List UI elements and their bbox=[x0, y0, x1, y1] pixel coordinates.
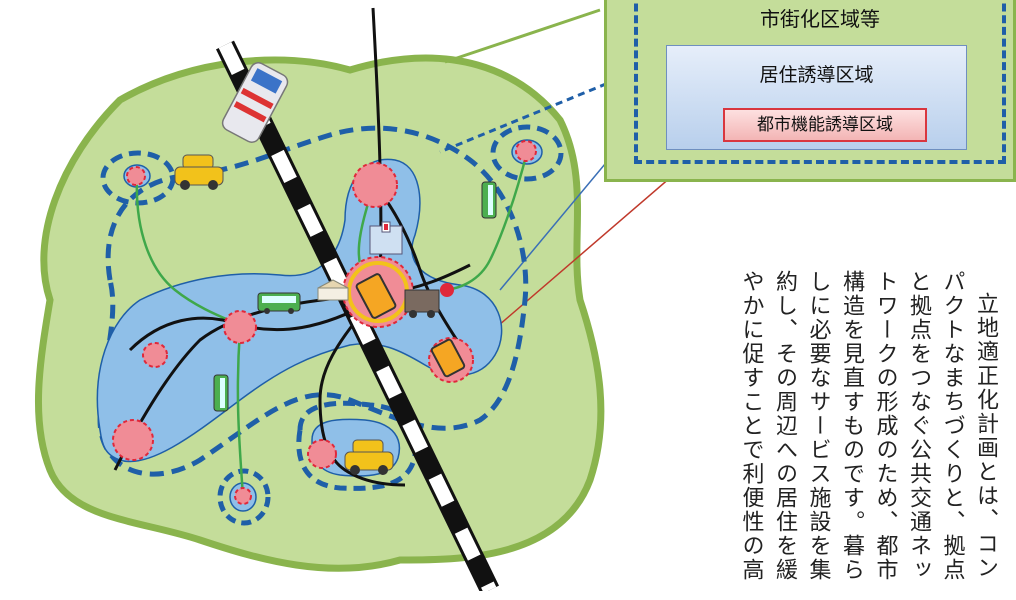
description-line: 約し、その周辺への居住を緩 bbox=[772, 270, 797, 582]
hub-north bbox=[352, 162, 398, 208]
shop-icon bbox=[317, 279, 349, 301]
hospital-icon bbox=[369, 221, 403, 255]
description-text: 立地適正化計画とは、コン パクトなまちづくりと、拠点 と拠点をつなぐ公共交通ネッ… bbox=[734, 270, 1002, 600]
legend-urbanization-label: 市街化区域等 bbox=[760, 7, 880, 31]
hub-se bbox=[307, 439, 337, 469]
taxi-icon bbox=[174, 154, 224, 190]
bus-icon bbox=[481, 181, 497, 219]
small-stop bbox=[440, 283, 454, 297]
taxi-icon bbox=[344, 439, 394, 475]
description-line: トワークの形成のため、都市 bbox=[872, 270, 898, 582]
description-line: と拠点をつなぐ公共交通ネッ bbox=[906, 270, 931, 582]
hub-nw bbox=[126, 166, 146, 186]
truck-icon bbox=[404, 289, 440, 318]
hub-s bbox=[234, 487, 252, 505]
urban-boundary-ne bbox=[490, 124, 564, 182]
hub-southwest bbox=[112, 419, 154, 461]
description-line: 構造を見直すものです。暮ら bbox=[839, 270, 864, 582]
hub-west bbox=[223, 310, 257, 344]
legend-residential-label: 居住誘導区域 bbox=[759, 64, 874, 86]
legend-urban-function-area: 都市機能誘導区域 bbox=[723, 108, 927, 142]
legend-arrow-urban bbox=[444, 8, 601, 64]
train-icon bbox=[221, 62, 289, 143]
description-line: パクトなまちづくりと、拠点 bbox=[939, 270, 965, 582]
urban-boundary-s bbox=[217, 468, 271, 526]
train-cars bbox=[355, 273, 466, 378]
bus-icon bbox=[257, 292, 301, 314]
hub-ne bbox=[515, 140, 537, 162]
bus-icon bbox=[213, 374, 229, 412]
urban-boundary-main bbox=[97, 125, 529, 477]
legend-urbanization-area: 市街化区域等 bbox=[634, 0, 1006, 164]
hub-far-west bbox=[142, 342, 168, 368]
description-line: 立地適正化計画とは、コン bbox=[973, 292, 998, 580]
description-line: しに必要なサービス施設を集 bbox=[805, 270, 831, 582]
description-line: やかに促すことで利便性の高 bbox=[738, 270, 764, 582]
